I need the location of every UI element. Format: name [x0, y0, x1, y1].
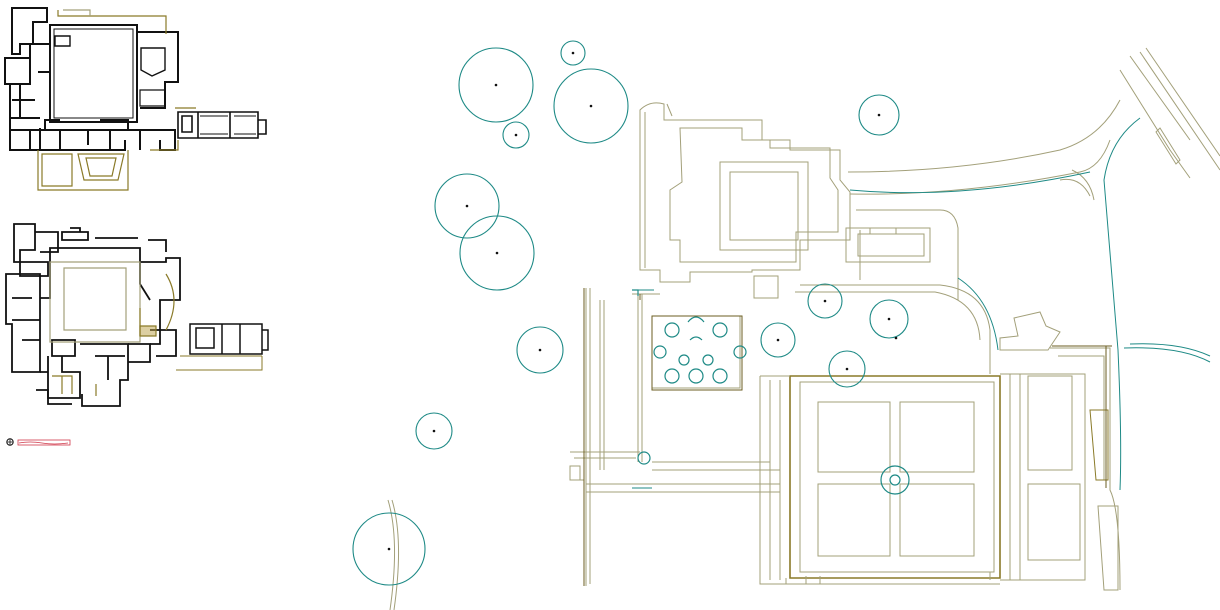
floor-plan-lower	[5, 223, 269, 407]
tree-icon	[352, 512, 426, 586]
chapel-detail	[632, 289, 910, 495]
tree-icon	[415, 412, 453, 450]
tree-icon	[828, 350, 866, 388]
site-plan	[387, 47, 1220, 610]
site-plan-accents	[583, 288, 1112, 586]
legend	[6, 438, 71, 446]
tree-icon	[807, 283, 843, 319]
tree-icon	[869, 299, 909, 339]
tree-icon	[458, 47, 534, 123]
tree-icon	[502, 121, 530, 149]
tree-icon	[553, 68, 629, 144]
floor-plan-upper	[4, 7, 267, 191]
tree-icon	[858, 94, 900, 136]
teal-paths	[632, 117, 1211, 491]
tree-icon	[516, 326, 564, 374]
tree-icon	[560, 40, 586, 66]
tree-icon	[760, 322, 796, 358]
tree-icon	[434, 173, 500, 239]
target-symbol-icon	[6, 438, 14, 446]
trees	[352, 40, 909, 586]
tree-icon	[459, 215, 535, 291]
